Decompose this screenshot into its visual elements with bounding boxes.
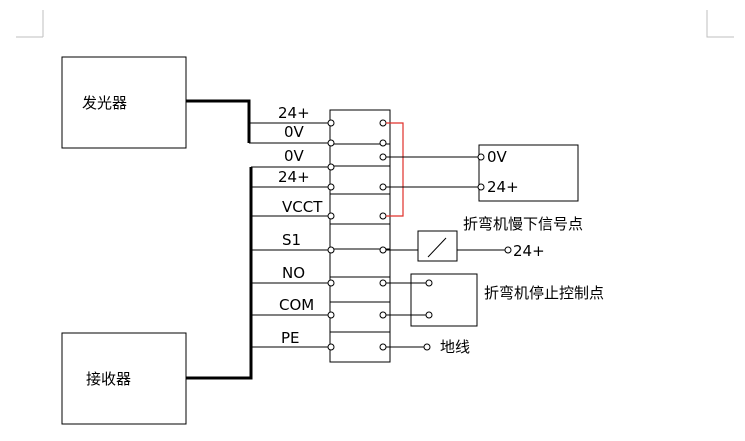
slow-signal-switch-box <box>417 230 458 262</box>
power-supply-box <box>478 144 579 202</box>
terminal-screws-left <box>327 119 335 351</box>
stop-terminal-no <box>425 279 433 287</box>
ground-terminal <box>423 343 431 351</box>
receiver-label: 接收器 <box>86 370 131 388</box>
emitter-label: 发光器 <box>82 94 127 112</box>
slow-signal-supply-label: 24+ <box>513 242 545 260</box>
power-label-24v: 24+ <box>487 178 519 196</box>
power-terminal-0v <box>477 153 485 161</box>
page-corner-mark-left <box>16 10 44 38</box>
ground-label: 地线 <box>440 338 470 356</box>
stop-terminal-com <box>425 311 433 319</box>
terminal-block <box>329 109 391 363</box>
page-corner-mark-right <box>706 10 734 38</box>
terminal-label-vcct: VCCT <box>282 198 323 216</box>
receiver-box <box>61 332 187 425</box>
power-terminal-24v <box>477 183 485 191</box>
terminal-label-24v-emitter: 24+ <box>278 104 310 122</box>
terminal-label-0v-receiver: 0V <box>284 147 305 165</box>
terminal-label-no: NO <box>282 264 305 282</box>
terminal-screws-right <box>379 119 387 351</box>
terminal-label-s1: S1 <box>282 231 301 249</box>
terminal-label-24v-receiver: 24+ <box>278 168 310 186</box>
emitter-box <box>61 56 187 149</box>
stop-control-box <box>410 273 478 327</box>
emitter-cable <box>186 99 251 143</box>
slow-signal-label: 折弯机慢下信号点 <box>463 215 583 233</box>
terminal-wires <box>249 122 330 348</box>
slow-signal-switch-contact <box>427 237 447 258</box>
terminal-label-com: COM <box>279 296 314 314</box>
red-jumper-wire <box>386 122 404 217</box>
terminal-label-0v-emitter: 0V <box>284 123 305 141</box>
supply-terminal-24v <box>504 246 512 254</box>
terminal-label-pe: PE <box>281 329 300 347</box>
stop-control-label: 折弯机停止控制点 <box>484 284 604 302</box>
power-label-0v: 0V <box>487 148 508 166</box>
receiver-cable <box>186 167 253 380</box>
